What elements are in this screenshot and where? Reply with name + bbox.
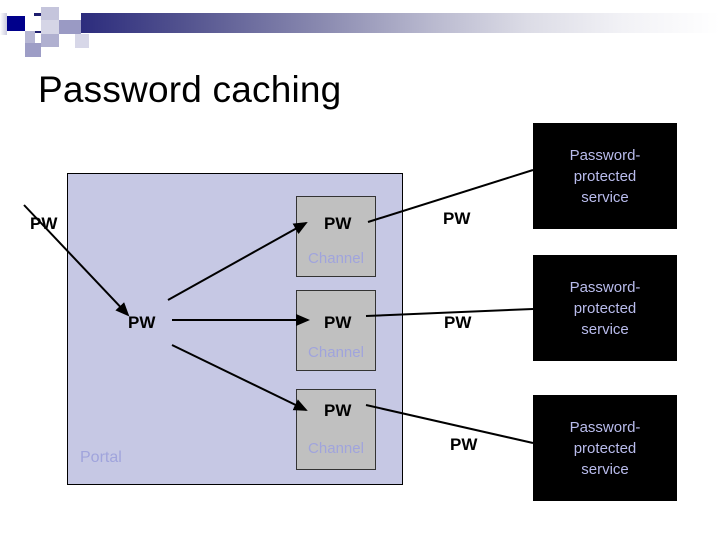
banner-square-5 <box>25 43 41 57</box>
pw-label-portal-middle: PW <box>128 313 156 332</box>
slide-title: Password caching <box>38 69 342 110</box>
banner-square-8 <box>41 34 59 47</box>
banner-square-10 <box>59 20 81 34</box>
pw-label-right-bottom: PW <box>450 435 478 454</box>
channel-caption-3: Channel <box>308 440 364 457</box>
pw-label-right-top: PW <box>443 209 471 228</box>
banner-square-7 <box>41 20 59 34</box>
pw-label-channel-3: PW <box>324 401 352 420</box>
channel-box-3 <box>296 389 376 470</box>
banner-square-accent <box>7 16 25 31</box>
pw-label-channel-2: PW <box>324 313 352 332</box>
banner-square-6 <box>41 7 59 20</box>
service-box-2: Password- protected service <box>533 255 677 361</box>
banner-square-12 <box>75 34 89 48</box>
pw-label-outer-top: PW <box>30 214 58 233</box>
banner-square-4 <box>25 31 35 43</box>
banner-square-cluster <box>0 7 100 59</box>
service-label-2: Password- protected service <box>569 278 641 338</box>
pw-label-right-middle: PW <box>444 313 472 332</box>
banner-square-3 <box>25 16 45 31</box>
service-label-1: Password- protected service <box>569 146 641 206</box>
service-box-1: Password- protected service <box>533 123 677 229</box>
pw-label-channel-1: PW <box>324 214 352 233</box>
banner-square-2 <box>0 13 7 35</box>
channel-caption-1: Channel <box>308 250 364 267</box>
banner-gradient-bar <box>34 13 720 33</box>
channel-box-1 <box>296 196 376 277</box>
channel-caption-2: Channel <box>308 344 364 361</box>
service-label-3: Password- protected service <box>569 418 641 478</box>
banner-square-11 <box>59 34 75 48</box>
channel-box-2 <box>296 290 376 371</box>
service-box-3: Password- protected service <box>533 395 677 501</box>
portal-label: Portal <box>80 449 122 466</box>
banner-square-9 <box>59 7 81 20</box>
